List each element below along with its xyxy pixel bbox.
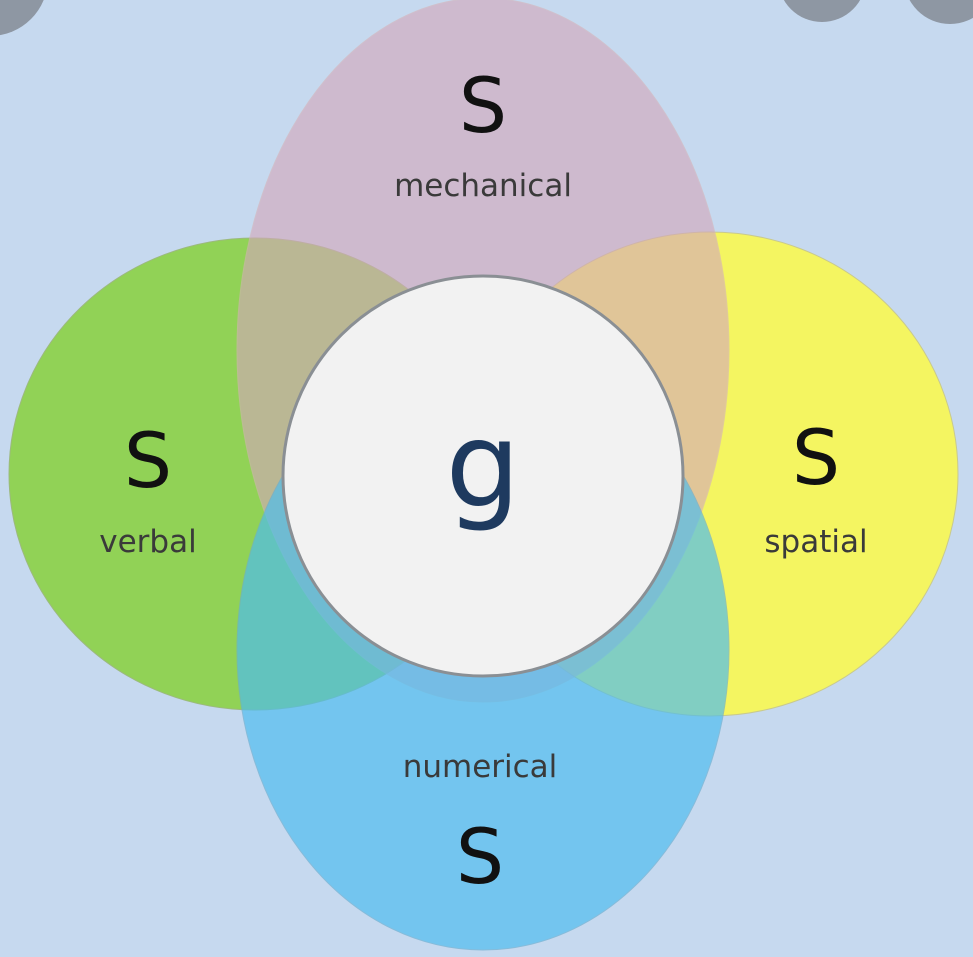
corner-button-right-1[interactable] [778, 0, 866, 22]
corner-button-right-2[interactable] [904, 0, 973, 24]
general-factor-symbol: g [446, 396, 521, 534]
mechanical-label: mechanical [394, 168, 572, 204]
verbal-symbol: S [124, 416, 172, 505]
spatial-label: spatial [764, 524, 867, 560]
numerical-symbol: S [456, 812, 504, 901]
spatial-symbol: S [792, 413, 840, 502]
mechanical-symbol: S [459, 61, 507, 150]
numerical-label: numerical [403, 749, 558, 785]
corner-button-left[interactable] [0, 0, 48, 36]
verbal-label: verbal [99, 524, 196, 560]
general-factor-circle [281, 274, 685, 678]
